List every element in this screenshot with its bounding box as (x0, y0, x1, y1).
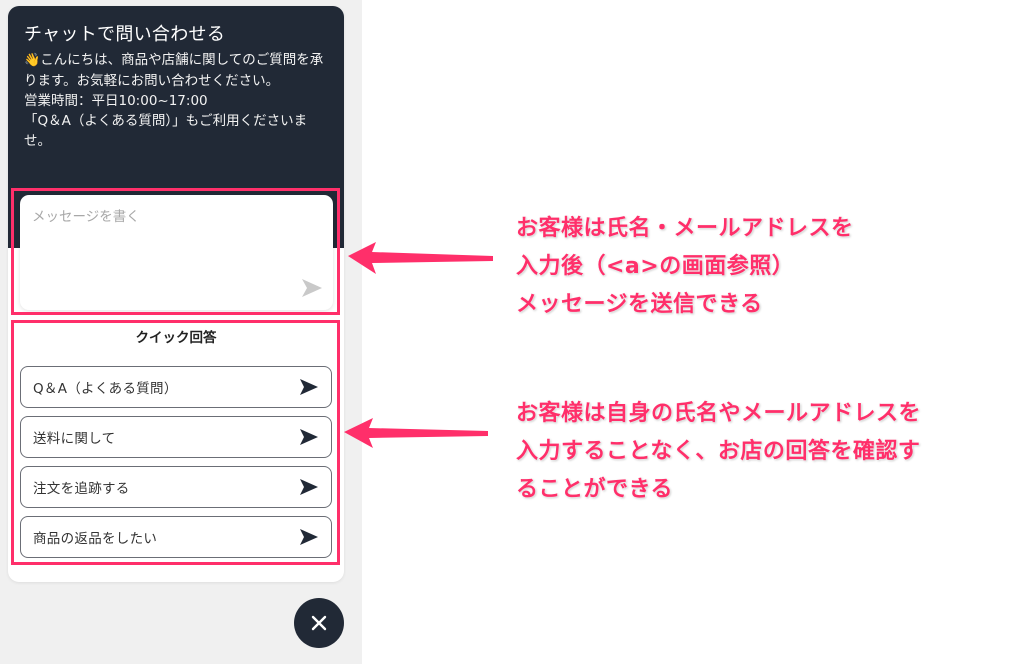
chat-widget: チャットで問い合わせる 👋こんにちは、商品や店舗に関してのご質問を承ります。お気… (8, 6, 344, 582)
waving-hand-icon: 👋 (24, 53, 41, 68)
quick-reply-shipping[interactable]: 送料に関して (20, 416, 332, 458)
close-icon (311, 615, 327, 631)
send-arrow-icon (300, 379, 318, 395)
quick-reply-label: 送料に関して (33, 431, 116, 447)
annotation-note-message: お客様は氏名・メールアドレスを 入力後（<a>の画面参照） メッセージを送信でき… (516, 216, 854, 317)
chat-intro-text: こんにちは、商品や店舗に関してのご質問を承ります。お気軽にお問い合わせください。… (24, 52, 324, 149)
quick-reply-label: 商品の返品をしたい (33, 531, 158, 547)
send-icon[interactable] (301, 278, 323, 298)
quick-reply-label: 注文を追跡する (33, 481, 130, 497)
quick-replies: クイック回答 Q＆A（よくある質問） 送料に関して 注文を追跡する 商品の返品を… (8, 324, 344, 558)
quick-reply-return[interactable]: 商品の返品をしたい (20, 516, 332, 558)
arrow-icon (344, 418, 488, 448)
annotation-arrows (344, 242, 493, 448)
annotation-note-quick-replies: お客様は自身の氏名やメールアドレスを 入力することなく、お店の回答を確認す るこ… (516, 401, 922, 502)
quick-reply-label: Q＆A（よくある質問） (33, 381, 178, 397)
message-composer (20, 195, 333, 310)
close-chat-button[interactable] (294, 598, 344, 648)
message-input[interactable] (32, 205, 302, 275)
quick-replies-title: クイック回答 (135, 330, 217, 346)
chat-title: チャットで問い合わせる (24, 24, 226, 45)
send-arrow-icon (300, 529, 318, 545)
arrow-icon (348, 242, 493, 274)
send-arrow-icon (300, 479, 318, 495)
widget-backdrop: チャットで問い合わせる 👋こんにちは、商品や店舗に関してのご質問を承ります。お気… (0, 0, 362, 664)
quick-replies-list: Q＆A（よくある質問） 送料に関して 注文を追跡する 商品の返品をしたい (20, 366, 332, 566)
quick-reply-faq[interactable]: Q＆A（よくある質問） (20, 366, 332, 408)
chat-intro: 👋こんにちは、商品や店舗に関してのご質問を承ります。お気軽にお問い合わせください… (24, 50, 328, 151)
send-arrow-icon (300, 429, 318, 445)
quick-reply-track-order[interactable]: 注文を追跡する (20, 466, 332, 508)
